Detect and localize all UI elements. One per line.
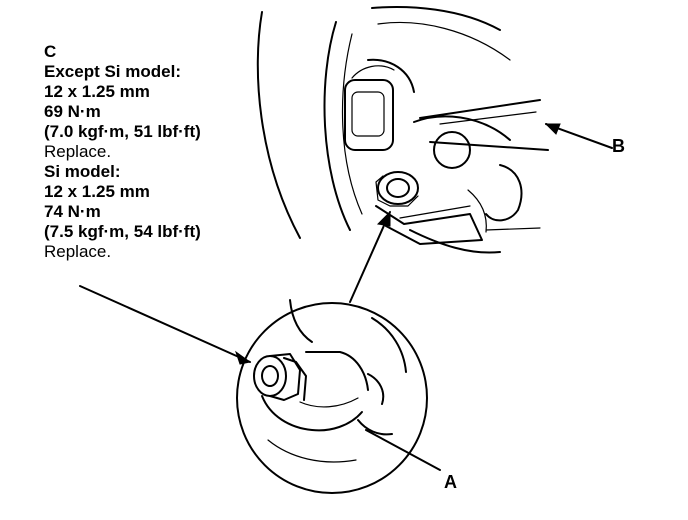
except-si-heading: Except Si model: (44, 62, 181, 81)
knuckle-illustration (344, 58, 523, 233)
callout-b: B (612, 136, 625, 156)
callout-c: C (44, 42, 57, 61)
except-si-torque-alt: (7.0 kgf·m, 51 lbf·ft) (44, 122, 201, 141)
si-heading: Si model: (44, 162, 121, 181)
drive-shaft-illustration (419, 99, 549, 151)
leader-lines (79, 123, 613, 471)
torque-spec-block: C Except Si model: 12 x 1.25 mm 69 N·m (… (44, 42, 201, 262)
lower-arm-illustration (399, 205, 541, 231)
detail-view-circle (236, 299, 428, 494)
spindle-nut-main (375, 171, 483, 245)
brake-rotor-illustration (256, 6, 511, 254)
si-note: Replace. (44, 242, 112, 261)
callout-a: A (444, 472, 457, 492)
except-si-bolt-size: 12 x 1.25 mm (44, 82, 150, 101)
si-torque: 74 N·m (44, 202, 101, 221)
si-torque-alt: (7.5 kgf·m, 54 lbf·ft) (44, 222, 201, 241)
except-si-torque: 69 N·m (44, 102, 101, 121)
except-si-note: Replace. (44, 142, 112, 161)
si-bolt-size: 12 x 1.25 mm (44, 182, 150, 201)
